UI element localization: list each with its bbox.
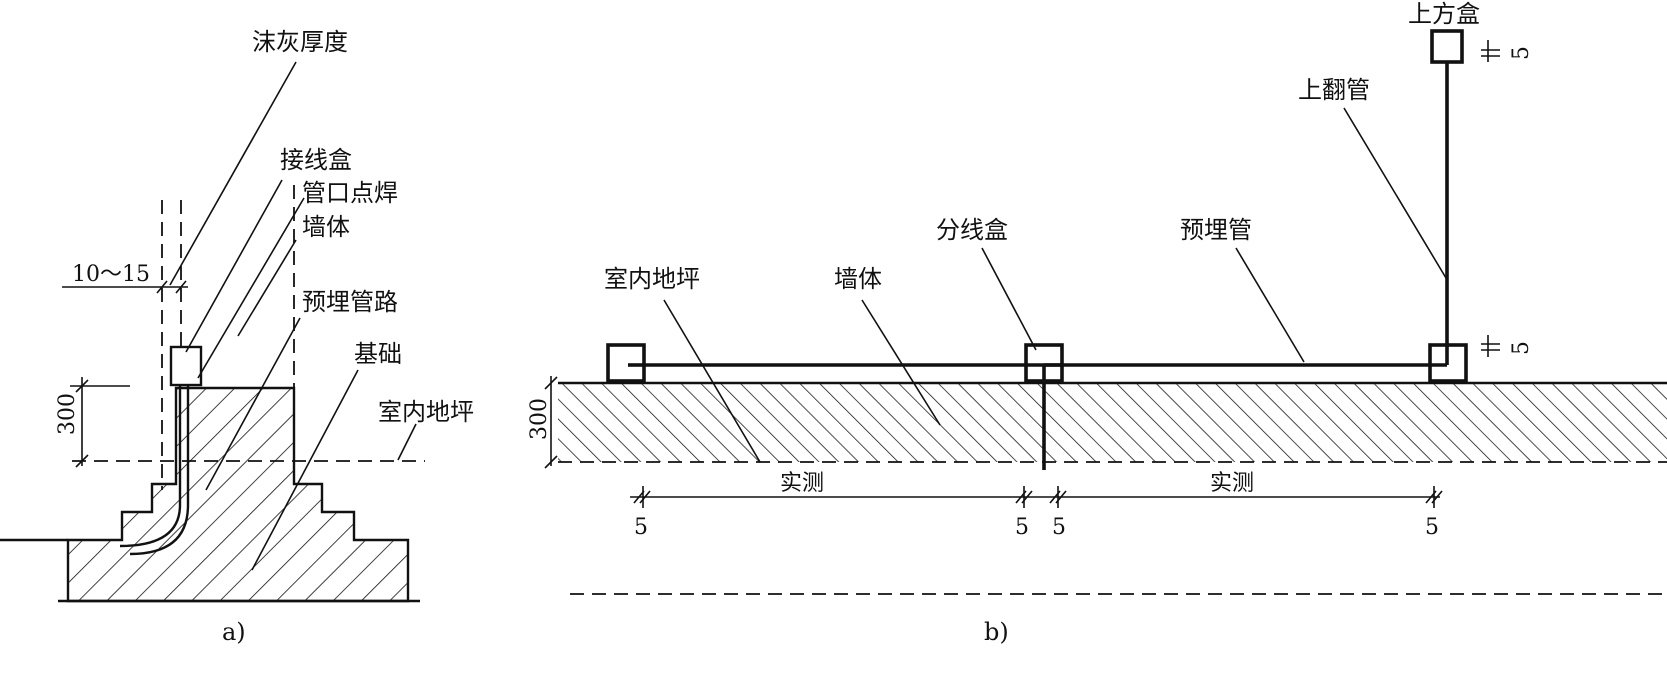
leader-pipe-weld	[197, 197, 305, 379]
label-pipe-weld: 管口点焊	[302, 179, 398, 207]
label-wall: 墙体	[302, 213, 350, 241]
label-embedded-pipe: 预埋管路	[302, 288, 398, 316]
gap-text-4: 5	[1425, 515, 1439, 540]
label-plaster-thickness: 沫灰厚度	[252, 28, 348, 56]
top-gap-lower-marks	[1481, 335, 1500, 357]
measured-right-text: 实测	[1210, 471, 1254, 496]
caption-a: a)	[222, 618, 246, 646]
offset-tick-2	[175, 280, 187, 294]
label-wall-b: 墙体	[834, 265, 882, 293]
measured-ticks	[633, 486, 1443, 508]
leader-wall	[237, 239, 297, 337]
leader-indoor-floor-b	[663, 299, 761, 463]
box-right	[1428, 343, 1468, 383]
height-tick-top-b	[544, 376, 558, 390]
gap-text-3: 5	[1052, 515, 1066, 540]
height-tick-top	[75, 379, 89, 393]
label-branch-box: 分线盒	[936, 216, 1008, 244]
offset-dim-text: 10～15	[72, 262, 150, 287]
figure-b: 300 实测 实测 5 5 5 5 5	[527, 0, 1667, 646]
height-tick-bottom	[75, 454, 89, 468]
leader-wall-b	[861, 299, 941, 426]
leader-embedded-pipe-b	[1235, 247, 1305, 363]
label-riser-pipe: 上翻管	[1298, 76, 1370, 104]
height-tick-bottom-b	[544, 455, 558, 469]
wall-strip	[558, 383, 1667, 462]
leader-branch-box	[981, 247, 1037, 351]
height-dim-text-b: 300	[527, 398, 552, 440]
top-gap-upper-marks	[1481, 40, 1500, 62]
embedded-pipe-inner	[129, 386, 190, 556]
top-gap-lower-text: 5	[1509, 341, 1534, 355]
junction-box	[169, 345, 203, 387]
gap-text-1: 5	[634, 515, 648, 540]
gap-text-2: 5	[1015, 515, 1029, 540]
leader-junction-box	[185, 179, 283, 353]
leader-riser-pipe	[1343, 107, 1447, 279]
label-foundation: 基础	[354, 340, 402, 368]
box-left	[606, 343, 646, 383]
leader-embedded-pipe	[205, 317, 301, 491]
height-dim-text: 300	[55, 393, 80, 435]
label-indoor-floor-b: 室内地坪	[604, 265, 700, 293]
measured-left-text: 实测	[780, 471, 824, 496]
upper-box	[1430, 29, 1464, 64]
top-gap-upper-text: 5	[1509, 46, 1534, 60]
caption-b: b)	[984, 618, 1009, 646]
label-embedded-pipe-b: 预埋管	[1180, 216, 1252, 244]
label-indoor-floor: 室内地坪	[378, 398, 474, 426]
figure-a: 10～15 300 沫灰厚度 接线盒 管口点焊 墙体 预埋管路 基础 室内地坪 …	[0, 28, 474, 646]
label-upper-box: 上方盒	[1408, 0, 1480, 28]
branch-box	[1024, 343, 1064, 383]
offset-tick-1	[156, 280, 168, 294]
foundation-body	[66, 386, 410, 603]
embedded-pipe-outer	[119, 386, 182, 548]
leader-indoor-floor	[397, 423, 417, 461]
leader-foundation	[251, 369, 359, 571]
label-junction-box: 接线盒	[280, 146, 352, 174]
leader-plaster	[169, 61, 297, 286]
